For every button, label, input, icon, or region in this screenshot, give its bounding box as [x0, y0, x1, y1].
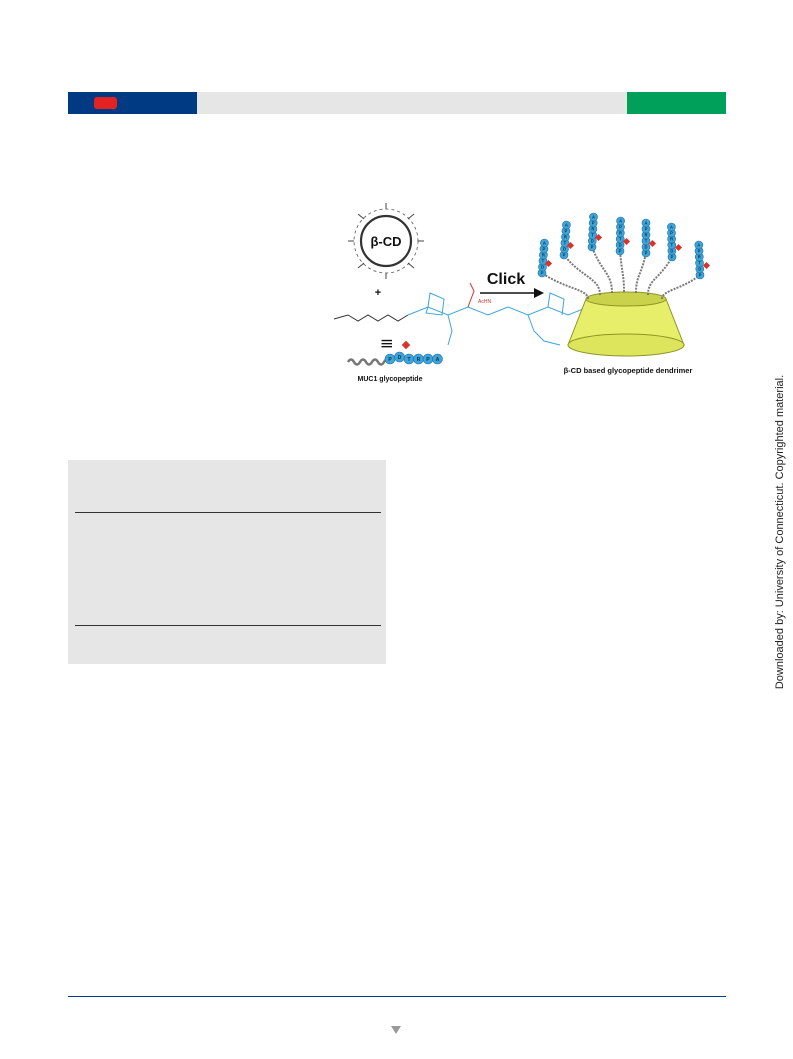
peptide-bead-letter: A — [644, 221, 647, 226]
peptide-bead-letter: P — [698, 249, 701, 254]
sugar-diamond — [702, 261, 711, 270]
peptide-bead-letter: A — [436, 357, 440, 363]
peptide-bead-letter: P — [426, 357, 430, 363]
arrow-head-icon — [534, 288, 544, 298]
peptide-bead-letter: P — [541, 271, 544, 276]
peptide-bead — [616, 216, 625, 226]
linker-symbol: ||| — [381, 339, 393, 348]
glycopeptide-structure: AcHN — [333, 282, 609, 346]
peptide-bead-letter: T — [619, 237, 622, 242]
journal-logo-block — [68, 92, 197, 114]
sugar-diamond — [622, 237, 631, 246]
peptide-bead-letter: A — [697, 243, 700, 248]
dendrimer-arm — [661, 274, 701, 300]
peptide-bead — [641, 218, 651, 228]
peptide-bead — [589, 212, 598, 222]
peptide-coil — [346, 358, 392, 366]
dendrimer-arm — [541, 272, 589, 300]
peptide-bead — [694, 240, 704, 250]
peptide-bead-letter: P — [645, 251, 648, 256]
peptide-bead-letter: P — [592, 221, 595, 226]
dendrimer-arms: PDTRPAPDTRPAPDTRPAPDTRPAPDTRPAPDTRPAPDTR… — [537, 212, 711, 300]
peptide-bead-letter: R — [564, 235, 567, 240]
peptide-bead-letter: T — [591, 233, 594, 238]
peptide-bead-letter: R — [591, 227, 594, 232]
sugar-diamond — [594, 233, 603, 242]
peptide-bead-letter: T — [407, 357, 411, 363]
peptide-bead-letter: R — [698, 255, 701, 260]
peptide-bead-letter: R — [644, 233, 647, 238]
peptide-bead-letter: P — [591, 245, 594, 250]
peptide-bead-letter: P — [671, 255, 674, 260]
peptide-bead-letter: A — [592, 215, 595, 220]
cyclodextrin-ring: β-CD — [348, 203, 424, 279]
dendrimer-arm — [563, 254, 601, 296]
peptide-bead-letter: P — [619, 225, 622, 230]
cd-label: β-CD — [370, 234, 401, 249]
sugar-diamond — [544, 259, 553, 268]
dendrimer-cone — [567, 291, 685, 357]
peptide-bead — [562, 220, 571, 230]
peptide-bead-letter: A — [670, 225, 673, 230]
peptide-bead-letter: T — [698, 261, 701, 266]
abstract-rule-top — [75, 512, 381, 513]
page-down-icon[interactable] — [391, 1026, 401, 1034]
peptide-bead-letter: A — [565, 223, 568, 228]
peptide-bead-letter: D — [644, 245, 647, 250]
sugar-diamond — [401, 340, 411, 350]
peptide-bead-letter: R — [619, 231, 622, 236]
peptide-bead-letter: P — [645, 227, 648, 232]
peptide-bead — [432, 353, 443, 365]
journal-header-bar — [68, 92, 726, 114]
sugar-label: AcHN — [478, 299, 491, 305]
peptide-bead-letter: P — [543, 247, 546, 252]
peptide-bead-letter: D — [670, 249, 673, 254]
peptide-bead — [667, 222, 676, 232]
header-section-tab — [627, 92, 726, 114]
right-caption: β-CD based glycopeptide dendrimer — [564, 366, 693, 375]
left-caption: MUC1 glycopeptide — [358, 376, 423, 383]
peptide-bead-letter: T — [542, 259, 545, 264]
dendrimer-arm — [635, 252, 647, 294]
journal-badge — [94, 97, 117, 109]
dendrimer-arm — [619, 250, 625, 293]
peptide-bead-letter: A — [619, 219, 622, 224]
plus-sign: + — [375, 287, 381, 299]
peptide-bead-letter: P — [388, 357, 392, 363]
dendrimer-arm — [591, 246, 613, 294]
peptide-bead-letter: D — [563, 247, 566, 252]
click-label: Click — [487, 271, 525, 288]
peptide-bead-letter: T — [645, 239, 648, 244]
peptide-bead-letter: P — [670, 231, 673, 236]
peptide-bead — [540, 238, 549, 248]
peptide-bead-letter: D — [698, 267, 701, 272]
peptide-bead-letter: P — [699, 273, 702, 278]
peptide-bead-letter: P — [565, 229, 568, 234]
sugar-diamond — [566, 241, 575, 250]
peptide-bead-letter: D — [541, 265, 544, 270]
peptide-bead-letter: P — [619, 249, 622, 254]
download-notice: Downloaded by: University of Connecticut… — [774, 374, 786, 690]
peptide-bead-letter: T — [670, 243, 673, 248]
sugar-diamond — [648, 239, 657, 248]
abstract-rule-bottom — [75, 625, 381, 626]
abstract-box — [68, 460, 386, 664]
peptide-bead-letter: T — [564, 241, 567, 246]
peptide-bead-letter: R — [542, 253, 545, 258]
peptide-bead-letter: P — [563, 253, 566, 258]
header-title-strip — [197, 92, 627, 114]
dendrimer-arm — [647, 256, 673, 296]
peptide-bead-letter: R — [670, 237, 673, 242]
peptide-bead-letter: D — [591, 239, 594, 244]
sugar-diamond — [674, 243, 683, 252]
peptide-bead-letter: D — [619, 243, 622, 248]
peptide-bead-letter: R — [417, 357, 421, 363]
peptide-bead-letter: A — [543, 241, 546, 246]
footer-rule — [68, 996, 726, 997]
peptide-bead-letter: D — [398, 355, 402, 361]
